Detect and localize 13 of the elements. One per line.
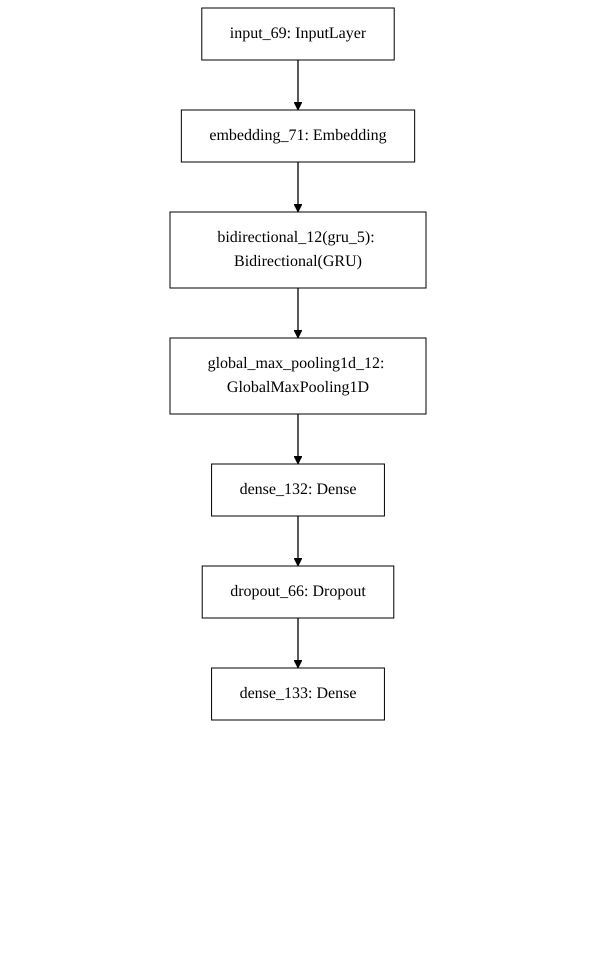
node-box: bidirectional_12(gru_5): Bidirectional(GRU) [169, 212, 426, 288]
node-box: dense_133: Dense [210, 668, 384, 720]
arrow [293, 516, 302, 566]
node-box: dense_132: Dense [210, 464, 384, 516]
node-box: input_69: InputLayer [200, 8, 394, 60]
node-box: dropout_66: Dropout [201, 566, 394, 618]
arrow [293, 162, 302, 212]
arrow [293, 414, 302, 464]
node-box: global_max_pooling1d_12: GlobalMaxPooling1D [169, 338, 426, 414]
arrow [293, 288, 302, 338]
arrow [293, 60, 302, 110]
node-box: embedding_71: Embedding [180, 110, 415, 162]
arrow [293, 618, 302, 668]
